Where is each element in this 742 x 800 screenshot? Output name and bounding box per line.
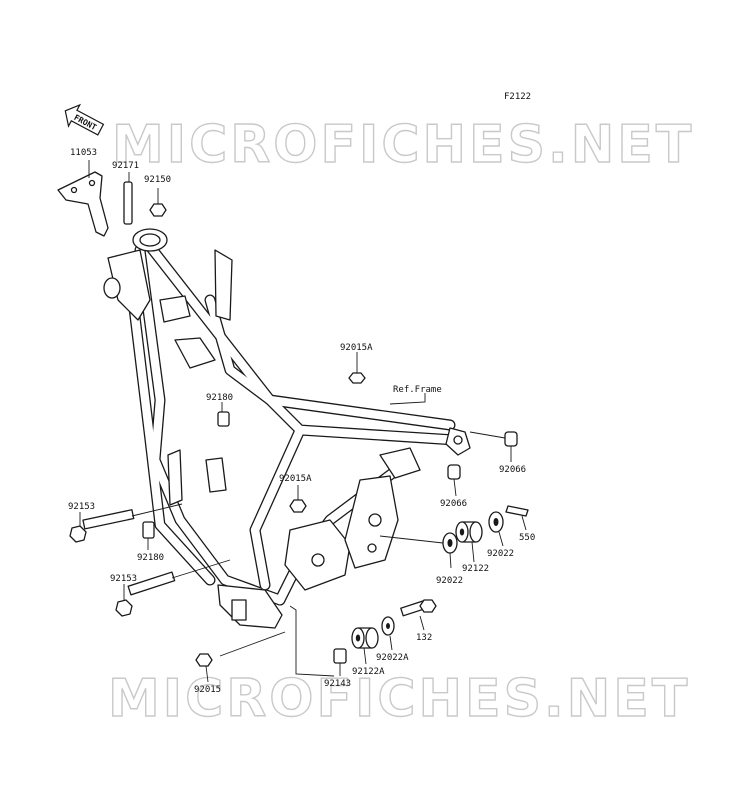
label-92153-top: 92153 — [68, 502, 95, 512]
front-arrow-icon: FRONT — [64, 103, 105, 136]
bolt-132 — [400, 599, 437, 617]
figure-code: F2122 — [504, 92, 531, 102]
label-132: 132 — [416, 633, 432, 643]
nut-92015 — [195, 653, 213, 667]
label-92180-top: 92180 — [206, 393, 233, 403]
washer-92180-bot — [142, 521, 155, 539]
label-550: 550 — [519, 533, 535, 543]
label-92143: 92143 — [324, 679, 351, 689]
label-92153-bot: 92153 — [110, 574, 137, 584]
label-92066-a: 92066 — [499, 465, 526, 475]
cap-92066-b — [447, 464, 461, 480]
nut-92150 — [149, 203, 167, 217]
spacer-92143 — [333, 648, 347, 664]
cap-92066-a — [504, 431, 518, 447]
label-11053: 11053 — [70, 148, 97, 158]
label-92022-a: 92022 — [487, 549, 514, 559]
washer-92180-top — [217, 411, 230, 427]
label-92122A: 92122A — [352, 667, 385, 677]
motorcycle-frame — [103, 228, 471, 629]
label-92171: 92171 — [112, 161, 139, 171]
label-92122: 92122 — [462, 564, 489, 574]
label-92022-b: 92022 — [436, 576, 463, 586]
bracket-11053 — [57, 171, 109, 237]
collar-92122A — [351, 627, 379, 649]
label-ref-frame: Ref.Frame — [393, 385, 442, 395]
cotter-pin-550 — [505, 505, 529, 517]
collar-92122 — [455, 521, 483, 543]
label-92015: 92015 — [194, 685, 221, 695]
label-92015A-mid: 92015A — [279, 474, 312, 484]
label-92066-b: 92066 — [440, 499, 467, 509]
label-92150: 92150 — [144, 175, 171, 185]
nut-92015A-mid — [289, 499, 307, 513]
label-92022A: 92022A — [376, 653, 409, 663]
nut-92015A-top — [348, 372, 366, 384]
watermark-bottom: MICROFICHES.NET — [108, 669, 690, 729]
label-92015A-top: 92015A — [340, 343, 373, 353]
watermark-top: MICROFICHES.NET — [112, 115, 694, 175]
bolt-92153-top — [69, 509, 135, 543]
label-92180-bot: 92180 — [137, 553, 164, 563]
pin-92171 — [123, 181, 133, 225]
bolt-92153-bot — [115, 571, 176, 617]
